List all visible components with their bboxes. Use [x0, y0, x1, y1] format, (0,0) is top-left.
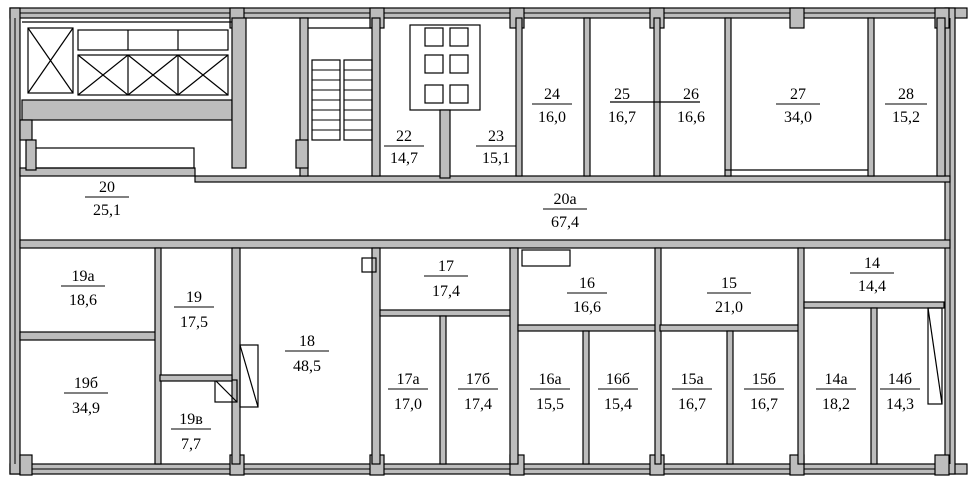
room-id-24: 24: [544, 86, 560, 103]
room-id-15a: 15а: [680, 371, 703, 388]
room-area-19b: 34,9: [72, 400, 100, 417]
room-area-16: 16,6: [573, 299, 601, 316]
room-id-17b: 17б: [466, 371, 490, 388]
room-area-19: 17,5: [180, 314, 208, 331]
room-label-17b: 17б 17,4: [458, 371, 498, 413]
room-area-24: 16,0: [538, 109, 566, 126]
room-id-14b: 14б: [888, 371, 912, 388]
room-label-28: 28 15,2: [885, 86, 927, 126]
room-label-14: 14 14,4: [850, 255, 894, 295]
room-area-25: 16,7: [608, 109, 636, 126]
room-id-14: 14: [864, 255, 880, 272]
corridor-walls: [19, 167, 951, 249]
room-area-14: 14,4: [858, 278, 886, 295]
room-id-19a: 19а: [71, 268, 94, 285]
room-area-15: 21,0: [715, 299, 743, 316]
room-label-15a: 15а 16,7: [672, 371, 712, 413]
room-label-17: 17 17,4: [424, 258, 468, 300]
room-label-18: 18 48,5: [285, 333, 329, 375]
room-area-23: 15,1: [482, 150, 510, 167]
room-area-28: 15,2: [892, 109, 920, 126]
room-id-20: 20: [99, 179, 115, 196]
room-id-25: 25: [614, 86, 630, 103]
room-label-15: 15 21,0: [707, 275, 751, 316]
room-area-15b: 16,7: [750, 396, 778, 413]
room-area-27: 34,0: [784, 109, 812, 126]
room-id-17: 17: [438, 258, 454, 275]
room-label-16b: 16б 15,4: [598, 371, 638, 413]
room-label-17a: 17а 17,0: [388, 371, 428, 413]
room-label-19b: 19б 34,9: [64, 375, 108, 417]
room-id-20a: 20а: [553, 191, 576, 208]
room-label-19v: 19в 7,7: [171, 411, 211, 453]
room-id-22: 22: [396, 128, 412, 145]
room-area-22: 14,7: [390, 150, 418, 167]
room-area-19a: 18,6: [69, 292, 97, 309]
room-label-19a: 19а 18,6: [61, 268, 105, 309]
room-area-18: 48,5: [293, 358, 321, 375]
room-labels: 20 25,1 20а 67,4 22 14,7 23 15,1 24 16,0…: [61, 86, 927, 453]
room-id-14a: 14а: [824, 371, 847, 388]
room-area-17b: 17,4: [464, 396, 492, 413]
room-area-19v: 7,7: [181, 436, 201, 453]
room-label-14a: 14а 18,2: [816, 371, 856, 413]
room-area-20: 25,1: [93, 202, 121, 219]
room-id-28: 28: [898, 86, 914, 103]
room-area-15a: 16,7: [678, 396, 706, 413]
room-label-14b: 14б 14,3: [880, 371, 920, 413]
room-label-22: 22 14,7: [384, 128, 424, 167]
room-id-26: 26: [683, 86, 699, 103]
room-label-19: 19 17,5: [174, 289, 214, 331]
room-label-16a: 16а 15,5: [530, 371, 570, 413]
room-area-17a: 17,0: [394, 396, 422, 413]
room-label-23: 23 15,1: [476, 128, 516, 167]
room-id-15b: 15б: [752, 371, 776, 388]
room-id-19v: 19в: [179, 411, 203, 428]
room-id-16: 16: [579, 275, 595, 292]
room-id-23: 23: [488, 128, 504, 145]
room-id-27: 27: [790, 86, 806, 103]
room-area-20a: 67,4: [551, 214, 579, 231]
room-id-16b: 16б: [606, 371, 630, 388]
room-area-17: 17,4: [432, 283, 460, 300]
room-area-16a: 15,5: [536, 396, 564, 413]
room-label-27: 27 34,0: [776, 86, 820, 126]
room-id-19b: 19б: [74, 375, 98, 392]
room-area-26: 16,6: [677, 109, 705, 126]
room-label-15b: 15б 16,7: [744, 371, 784, 413]
room-area-14a: 18,2: [822, 396, 850, 413]
room-label-20a: 20а 67,4: [543, 191, 587, 231]
room-id-16a: 16а: [538, 371, 561, 388]
upper-partitions: [19, 17, 946, 179]
room-id-17a: 17а: [396, 371, 419, 388]
room-label-16: 16 16,6: [567, 275, 607, 316]
room-label-25: 25 16,7: [608, 86, 636, 126]
room-label-24: 24 16,0: [532, 86, 572, 126]
room-label-26: 26 16,6: [677, 86, 705, 126]
room-id-15: 15: [721, 275, 737, 292]
room-label-20: 20 25,1: [85, 179, 129, 219]
lower-partitions: [19, 247, 945, 465]
room-area-14b: 14,3: [886, 396, 914, 413]
room-id-19: 19: [186, 289, 202, 306]
room-area-16b: 15,4: [604, 396, 632, 413]
room-id-18: 18: [299, 333, 315, 350]
